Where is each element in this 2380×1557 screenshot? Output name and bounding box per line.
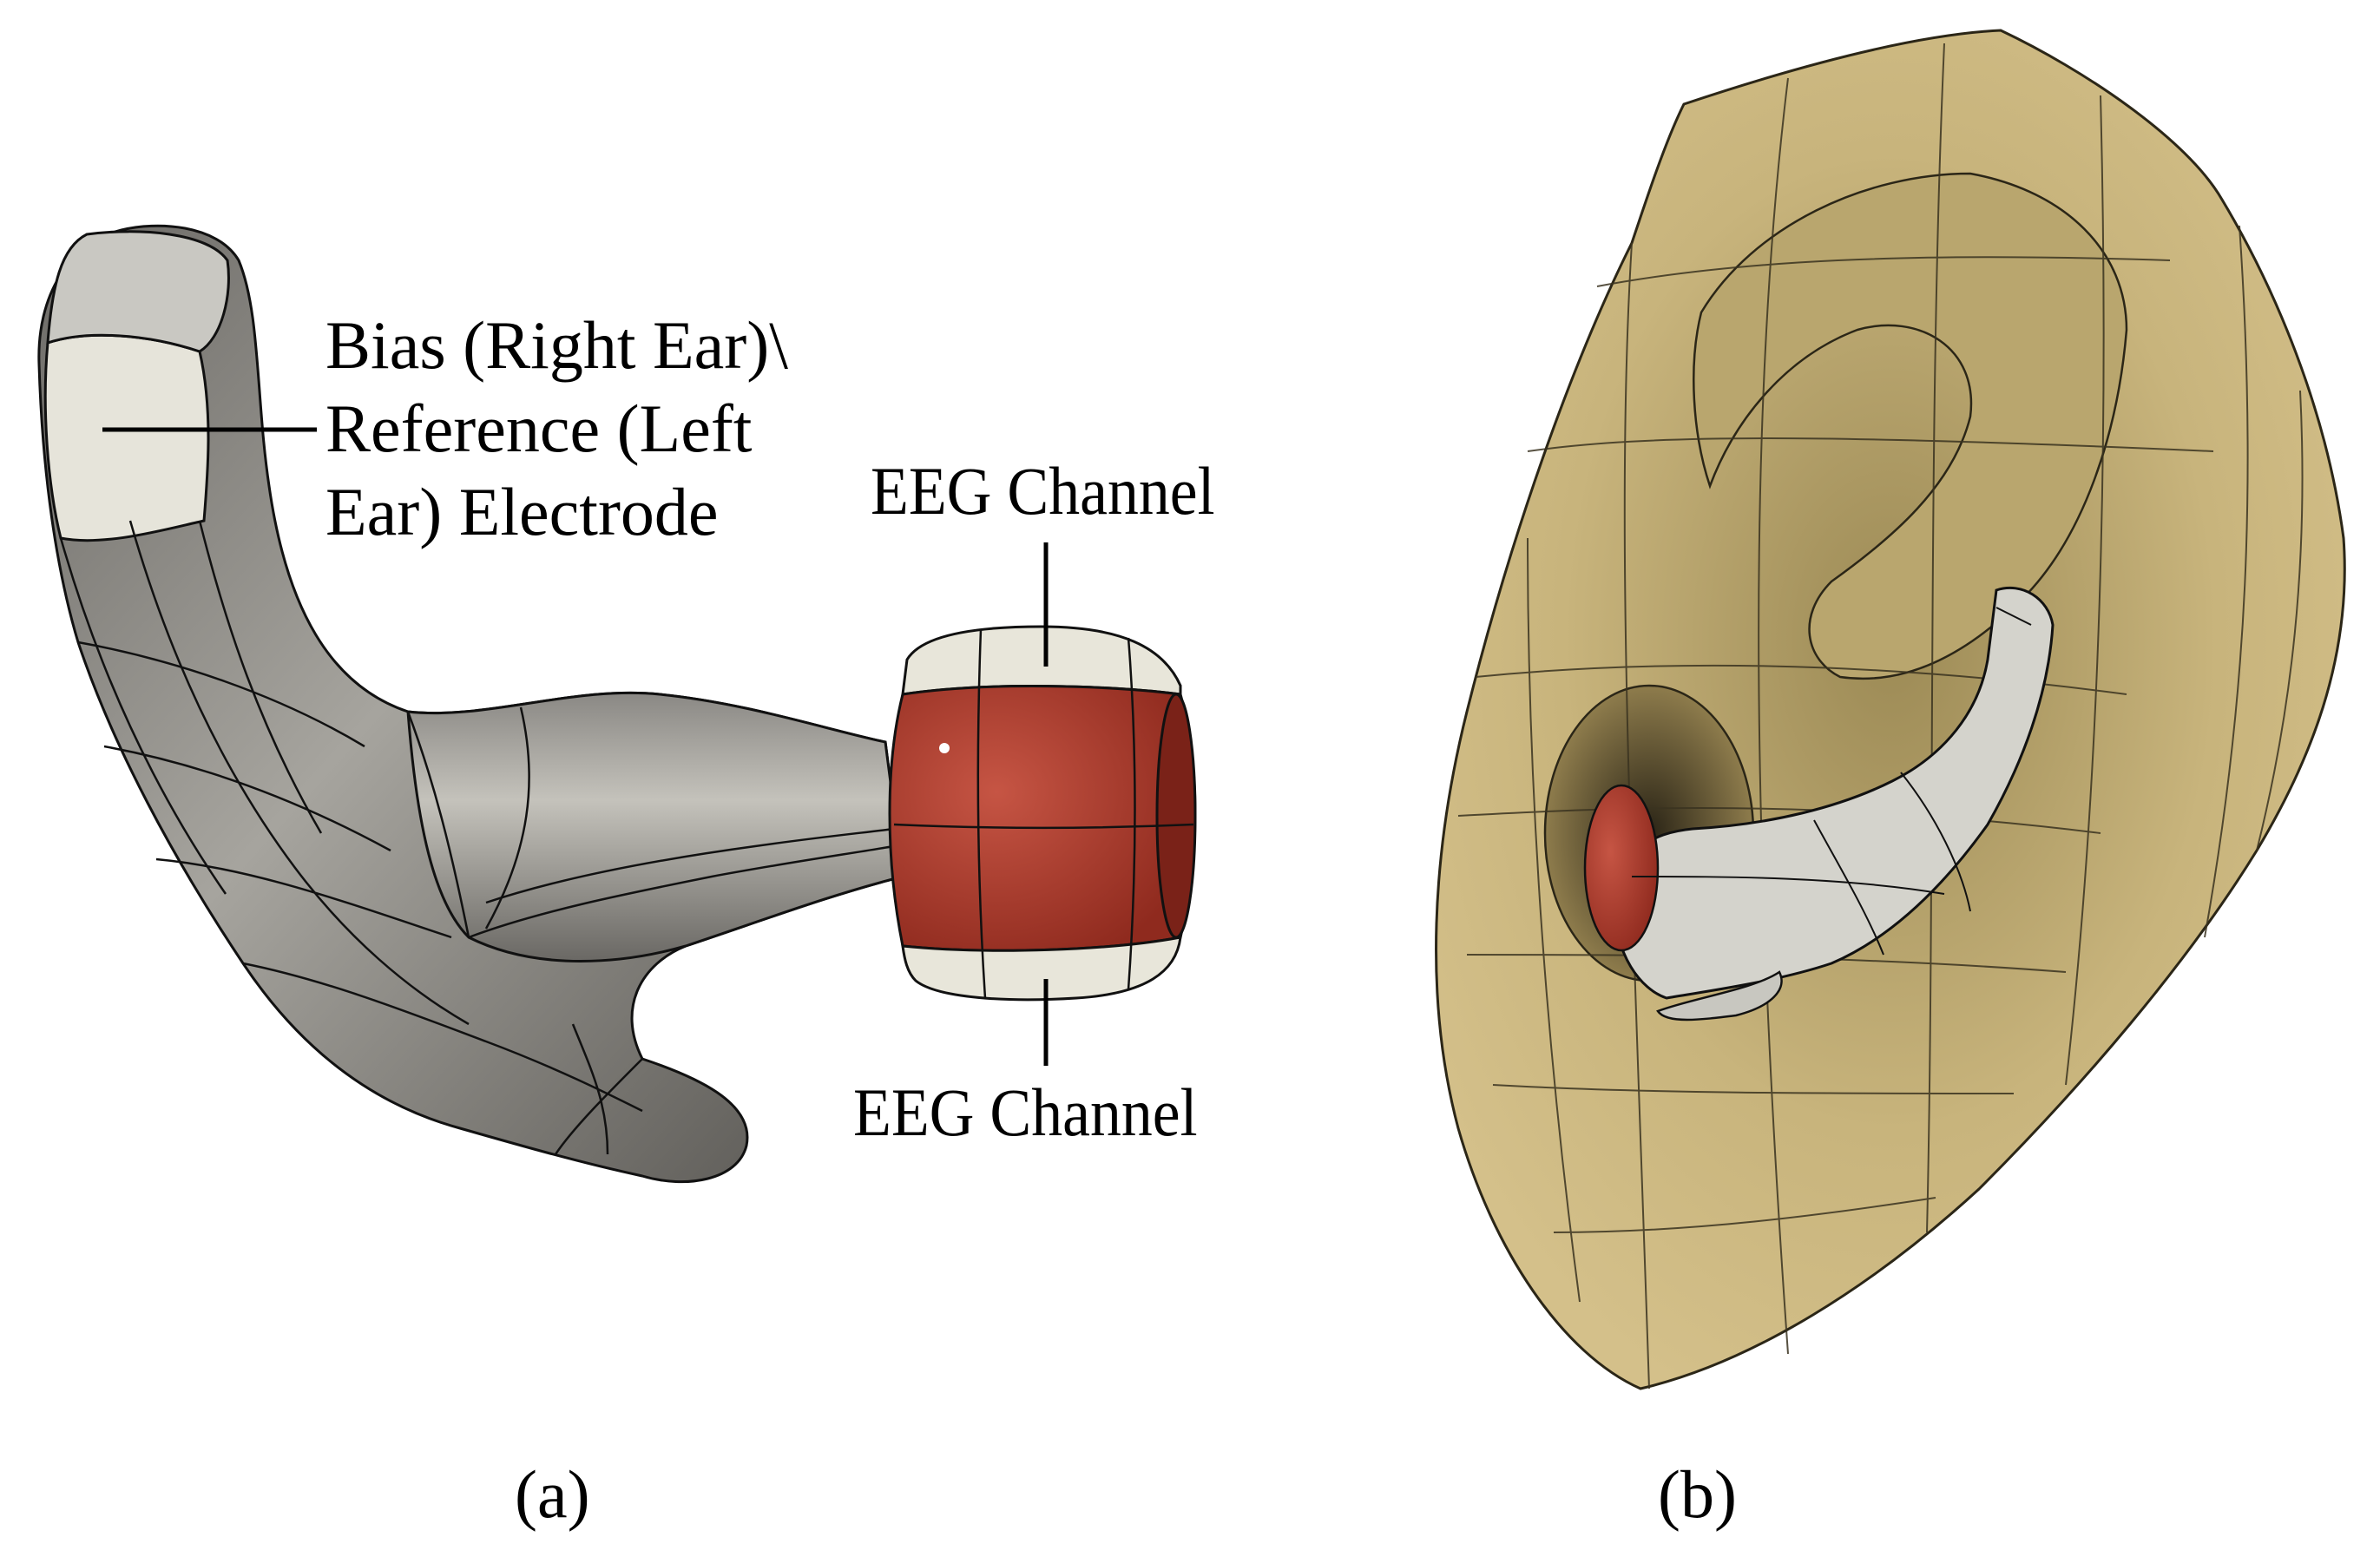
panel-a-earpiece [37, 224, 904, 1184]
eeg-channel-bottom-label: EEG Channel [853, 1074, 1198, 1150]
eartip-body [888, 685, 1197, 952]
reference-electrode-label-line-1: Bias (Right Ear)\ [325, 307, 788, 383]
ear-earpiece-tail [1656, 970, 1783, 1022]
earpiece-mesh [59, 520, 895, 1155]
ear-earpiece-mesh [1631, 607, 2032, 956]
panel-b-ear [1435, 29, 2346, 1390]
ear-antihelix [1693, 172, 2128, 680]
ear-eartip-red [1583, 784, 1660, 952]
eartip-top-electrode [901, 625, 1182, 696]
earpiece-hook-top [46, 230, 230, 353]
reference-electrode-label-line-3: Ear) Electrode [325, 474, 719, 549]
eartip-bottom-electrode [901, 936, 1182, 1002]
panel-b-caption: (b) [1658, 1456, 1737, 1532]
eartip [888, 542, 1197, 1066]
eartip-highlight [939, 743, 950, 753]
earpiece-stem [406, 691, 904, 962]
eartip-mesh [893, 628, 1194, 999]
reference-electrode-label-line-2: Reference (Left [325, 391, 753, 466]
reference-electrode-pad [43, 333, 210, 542]
eartip-rim [1155, 693, 1197, 939]
reference-electrode-label: Bias (Right Ear)\ Reference (Left Ear) E… [325, 304, 788, 554]
panel-a-caption: (a) [515, 1456, 590, 1532]
eeg-channel-top-label: EEG Channel [871, 453, 1215, 529]
ear-earpiece-inserted [1613, 586, 2055, 1000]
